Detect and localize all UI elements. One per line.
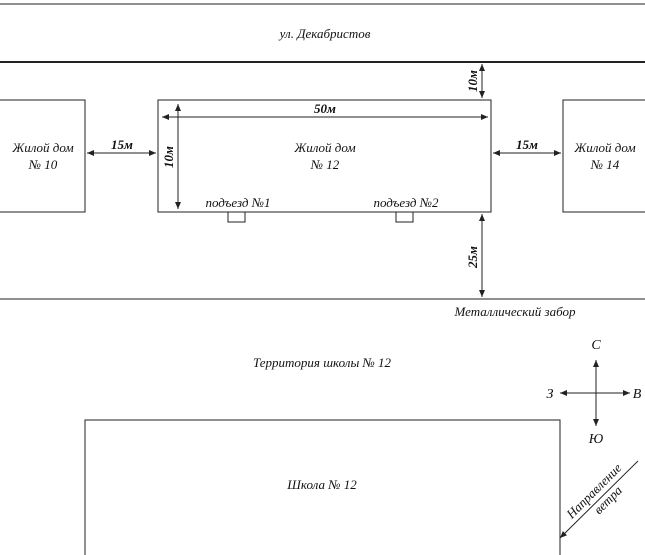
house-12-label-2: № 12: [310, 157, 340, 172]
house-14-label-1: Жилой дом: [573, 140, 635, 155]
dim-house10-label: 15м: [111, 137, 133, 152]
dim-fence-label: 25м: [465, 246, 480, 269]
school-territory-label: Территория школы № 12: [253, 355, 392, 370]
compass-east: В: [633, 387, 642, 402]
dim-house14-label: 15м: [516, 137, 538, 152]
compass-north: С: [591, 338, 601, 353]
entrance-2-porch: [395, 211, 414, 223]
house-14-label-2: № 14: [590, 157, 620, 172]
compass-west: З: [547, 387, 554, 402]
street-label: ул. Декабристов: [278, 26, 371, 41]
house-12-label-1: Жилой дом: [293, 140, 355, 155]
compass-south: Ю: [588, 432, 604, 447]
wind-arrow: [559, 460, 639, 539]
fence-label: Металлический забор: [454, 304, 576, 319]
school-label: Школа № 12: [286, 477, 357, 492]
entrance-1-label: подъезд №1: [205, 195, 270, 210]
house-10-label-2: № 10: [28, 157, 58, 172]
house-10: [0, 99, 86, 213]
house-14: [562, 99, 645, 213]
entrance-1-porch: [227, 211, 246, 223]
house-10-label-1: Жилой дом: [11, 140, 73, 155]
school-building: [84, 419, 561, 555]
dim-length-label: 50м: [314, 101, 336, 116]
dim-street-label: 10м: [465, 70, 480, 92]
entrance-2-label: подъезд №2: [373, 195, 439, 210]
dim-height-label: 10м: [161, 146, 176, 168]
